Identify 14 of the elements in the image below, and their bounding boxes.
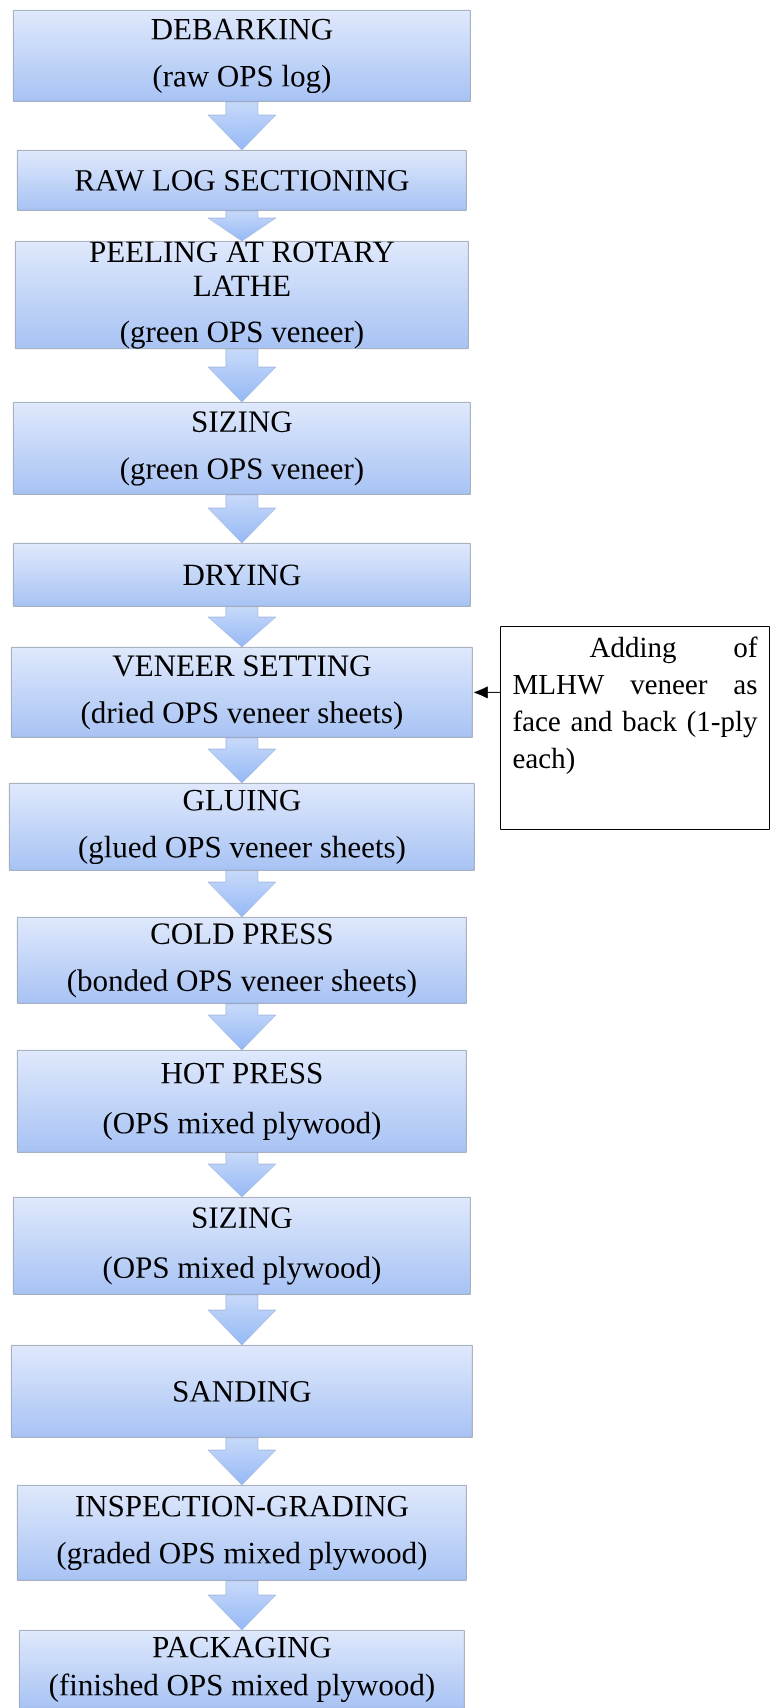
- block-arrow: [207, 348, 277, 403]
- block-arrow: [207, 737, 277, 784]
- block-arrow: [207, 606, 277, 648]
- block-arrow: [207, 1152, 277, 1198]
- block-arrow: [207, 1580, 277, 1631]
- block-arrow: [207, 1437, 277, 1486]
- block-arrow: [207, 101, 277, 151]
- block-arrow: [207, 1294, 277, 1346]
- block-arrow: [207, 494, 277, 544]
- block-arrow: [207, 870, 277, 918]
- block-arrow: [207, 210, 277, 242]
- arrow: [474, 686, 501, 699]
- note-box: Adding of MLHW veneer as face and back (1-ply each): [500, 626, 770, 830]
- block-arrow: [207, 1003, 277, 1051]
